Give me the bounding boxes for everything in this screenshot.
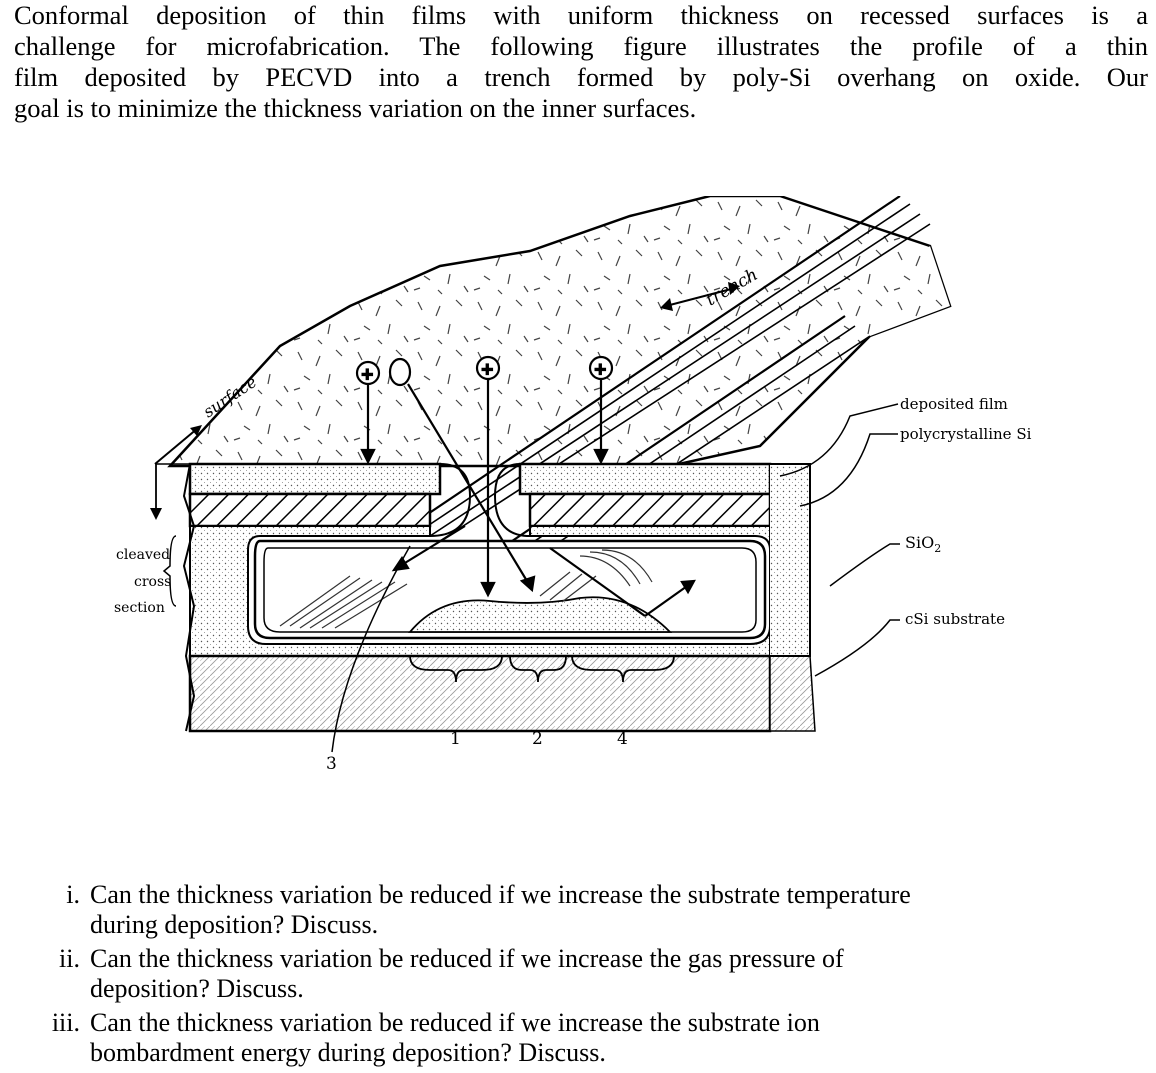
legend-poly-si: polycrystalline Si xyxy=(900,425,1032,443)
question-item: ii. Can the thickness variation be reduc… xyxy=(0,944,1156,1003)
question-list: i. Can the thickness variation be reduce… xyxy=(0,880,1156,1072)
intro-line: film deposited by PECVD into a trench fo… xyxy=(14,62,1148,92)
trench-deposition-figure: + + + surface trench cleaved cross secti… xyxy=(110,196,1070,781)
ion-trajectories: + + + xyxy=(355,355,696,617)
svg-text:cross: cross xyxy=(134,574,171,590)
csi-substrate xyxy=(188,654,772,733)
legend-sio2: SiO2 xyxy=(905,533,941,555)
intro-paragraph: Conformal deposition of thin films with … xyxy=(14,0,1148,124)
question-number: iii. xyxy=(51,1008,80,1037)
cleaved-cross-section-label: cleaved cross section xyxy=(114,547,171,616)
question-text: Can the thickness variation be reduced i… xyxy=(90,944,844,973)
legend-csi-substrate: cSi substrate xyxy=(905,610,1005,628)
question-text: bombardment energy during deposition? Di… xyxy=(90,1037,606,1067)
question-number: i. xyxy=(66,880,80,909)
svg-text:+: + xyxy=(594,360,607,378)
intro-line: Conformal deposition of thin films with … xyxy=(14,0,1148,30)
poly-si-right xyxy=(528,492,772,528)
region-4-label: 4 xyxy=(617,729,628,749)
intro-line: challenge for microfabrication. The foll… xyxy=(14,31,1148,61)
question-text: deposition? Discuss. xyxy=(90,973,304,1003)
region-braces xyxy=(409,655,675,683)
sio2-layer xyxy=(189,525,771,657)
question-item: i. Can the thickness variation be reduce… xyxy=(0,880,1156,939)
svg-text:section: section xyxy=(114,600,165,616)
region-2-label: 2 xyxy=(532,729,543,749)
intro-line: goal is to minimize the thickness variat… xyxy=(14,93,697,123)
question-item: iii. Can the thickness variation be redu… xyxy=(0,1008,1156,1067)
region-3-label: 3 xyxy=(326,754,337,774)
svg-text:+: + xyxy=(481,360,494,378)
question-text: during deposition? Discuss. xyxy=(90,909,379,939)
figure-legend: deposited film polycrystalline Si SiO2 c… xyxy=(900,395,1032,628)
svg-text:cleaved: cleaved xyxy=(116,547,170,563)
region-1-label: 1 xyxy=(450,729,461,749)
question-text: Can the thickness variation be reduced i… xyxy=(90,1008,820,1037)
question-number: ii. xyxy=(59,944,80,973)
poly-si-left xyxy=(188,492,432,528)
legend-deposited-film: deposited film xyxy=(900,395,1008,413)
question-text: Can the thickness variation be reduced i… xyxy=(90,880,911,909)
svg-text:+: + xyxy=(361,365,374,383)
